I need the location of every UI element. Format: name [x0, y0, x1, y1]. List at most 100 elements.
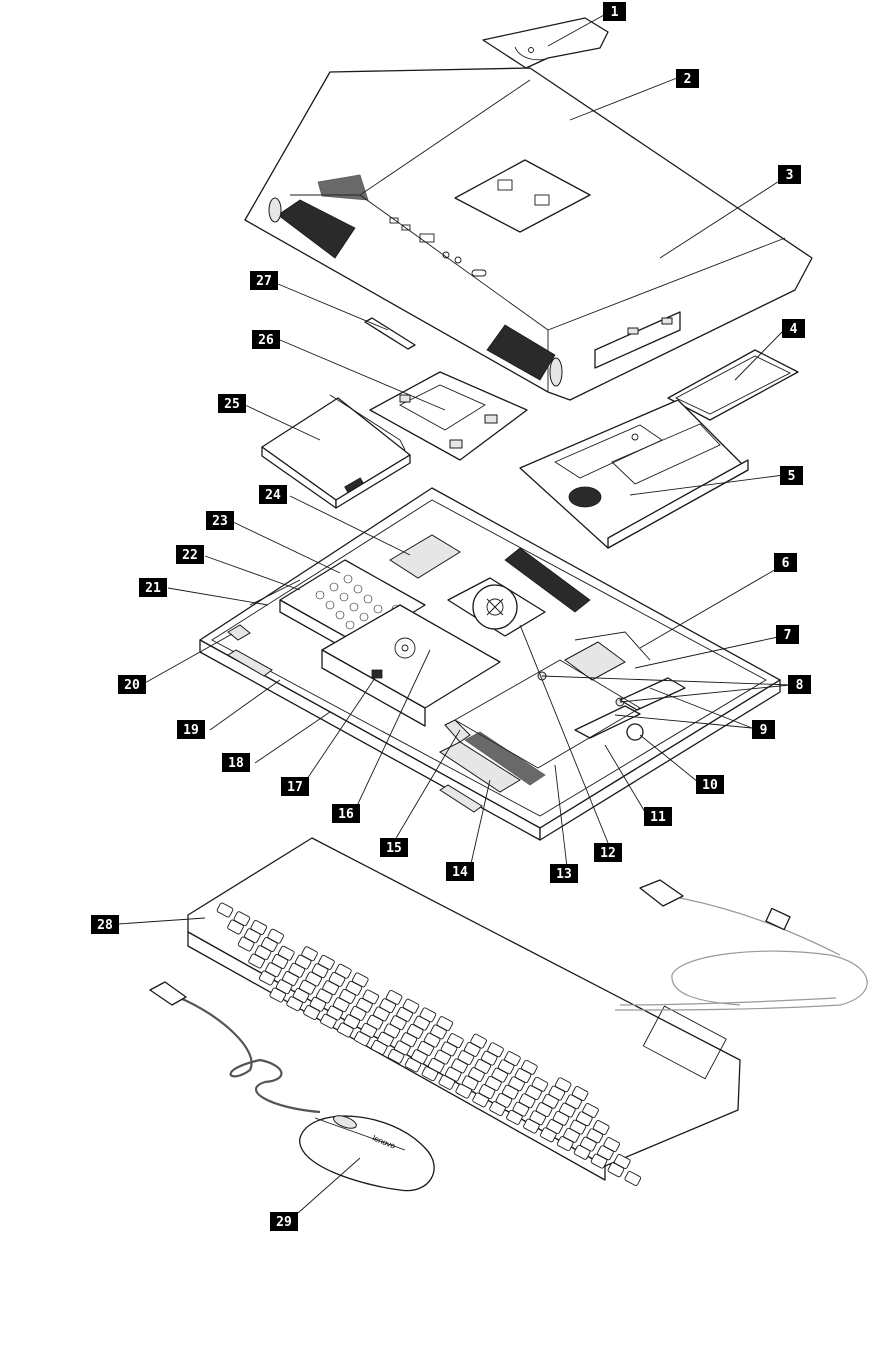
keyboard-key: [556, 1136, 574, 1152]
part-29-mouse: lenovo: [149, 981, 435, 1192]
svg-text:4: 4: [790, 322, 798, 337]
part-26-bracket: [369, 371, 528, 461]
svg-text:6: 6: [782, 556, 790, 571]
callout-16: 16: [332, 804, 360, 823]
keyboard-key: [303, 1005, 320, 1020]
system-fan: [447, 577, 546, 637]
svg-text:25: 25: [224, 397, 240, 412]
svg-text:12: 12: [600, 846, 616, 861]
keyboard-key: [489, 1101, 506, 1117]
part-18-speaker-right: [439, 784, 483, 813]
keyboard-key: [337, 1022, 354, 1038]
part-20-switch: [227, 624, 251, 641]
svg-text:9: 9: [760, 723, 768, 738]
svg-text:11: 11: [650, 810, 666, 825]
keyboard-keys: [216, 902, 642, 1186]
part-6-heatsink: [504, 547, 591, 613]
part-3-rear-cover: [244, 67, 813, 401]
keyboard-key: [237, 936, 255, 952]
callout-15: 15: [380, 838, 408, 857]
callout-12: 12: [594, 843, 622, 862]
keyboard-key: [421, 1066, 439, 1082]
keyboard-key: [455, 1083, 472, 1099]
svg-text:29: 29: [276, 1215, 292, 1230]
part-21-cable: [249, 579, 301, 606]
svg-text:10: 10: [702, 778, 718, 793]
keyboard-key: [216, 902, 234, 918]
part-14-board: [439, 741, 521, 793]
svg-text:5: 5: [788, 469, 796, 484]
svg-text:2: 2: [684, 72, 692, 87]
callout-7: 7: [776, 625, 799, 644]
callout-29: 29: [270, 1212, 298, 1231]
keyboard-key: [354, 1031, 371, 1047]
callout-18: 18: [222, 753, 250, 772]
svg-text:16: 16: [338, 807, 354, 822]
callout-24: 24: [259, 485, 287, 504]
callout-6: 6: [774, 553, 797, 572]
leader-lines: [117, 14, 791, 1214]
part-9-memory: [574, 677, 686, 739]
keyboard-key: [286, 996, 303, 1012]
keyboard-key: [523, 1118, 540, 1134]
part-1-hinge-cover: [482, 17, 609, 69]
keyboard-cable: [614, 879, 868, 1011]
svg-text:7: 7: [784, 628, 792, 643]
part-5-shield: [519, 399, 749, 549]
svg-text:24: 24: [265, 488, 281, 503]
keyboard-key: [590, 1153, 608, 1169]
callout-4: 4: [782, 319, 805, 338]
keyboard-key: [472, 1092, 489, 1108]
svg-text:13: 13: [556, 867, 572, 882]
callout-3: 3: [778, 165, 801, 184]
callout-10: 10: [696, 775, 724, 794]
callout-27: 27: [250, 271, 278, 290]
callout-9: 9: [752, 720, 775, 739]
svg-text:14: 14: [452, 865, 468, 880]
svg-text:26: 26: [258, 333, 274, 348]
callout-19: 19: [177, 720, 205, 739]
keyboard-key: [607, 1162, 625, 1178]
callout-21: 21: [139, 578, 167, 597]
svg-text:22: 22: [182, 548, 198, 563]
part-27-latch: [364, 317, 416, 350]
callout-22: 22: [176, 545, 204, 564]
callout-14: 14: [446, 862, 474, 881]
callout-25: 25: [218, 394, 246, 413]
svg-text:3: 3: [786, 168, 794, 183]
keyboard-key: [320, 1013, 337, 1029]
keyboard-key: [404, 1057, 422, 1073]
callout-20: 20: [118, 675, 146, 694]
keyboard-key: [573, 1144, 591, 1160]
svg-text:15: 15: [386, 841, 402, 856]
rear-vents-left: [277, 174, 369, 259]
callout-17: 17: [281, 777, 309, 796]
keyboard-key: [258, 970, 276, 986]
keyboard-key: [387, 1048, 405, 1064]
keyboard-key: [248, 953, 265, 969]
callout-28: 28: [91, 915, 119, 934]
callout-23: 23: [206, 511, 234, 530]
keyboard-key: [269, 987, 286, 1003]
callout-5: 5: [780, 466, 803, 485]
rear-vents-right: [486, 324, 556, 381]
keyboard-key: [370, 1039, 388, 1055]
part-15-cable: [444, 719, 471, 743]
callout-13: 13: [550, 864, 578, 883]
svg-text:20: 20: [124, 678, 140, 693]
svg-text:23: 23: [212, 514, 228, 529]
callout-2: 2: [676, 69, 699, 88]
callout-11: 11: [644, 807, 672, 826]
part-18-speaker-left: [227, 649, 273, 677]
keyboard-key: [227, 919, 244, 935]
svg-text:27: 27: [256, 274, 272, 289]
svg-text:8: 8: [796, 678, 804, 693]
keyboard-key: [540, 1127, 557, 1143]
callout-1: 1: [603, 2, 626, 21]
keyboard-key: [438, 1074, 456, 1090]
keyboard-key: [506, 1109, 523, 1125]
svg-text:28: 28: [97, 918, 113, 933]
part-25-optical-drive: [261, 394, 411, 509]
